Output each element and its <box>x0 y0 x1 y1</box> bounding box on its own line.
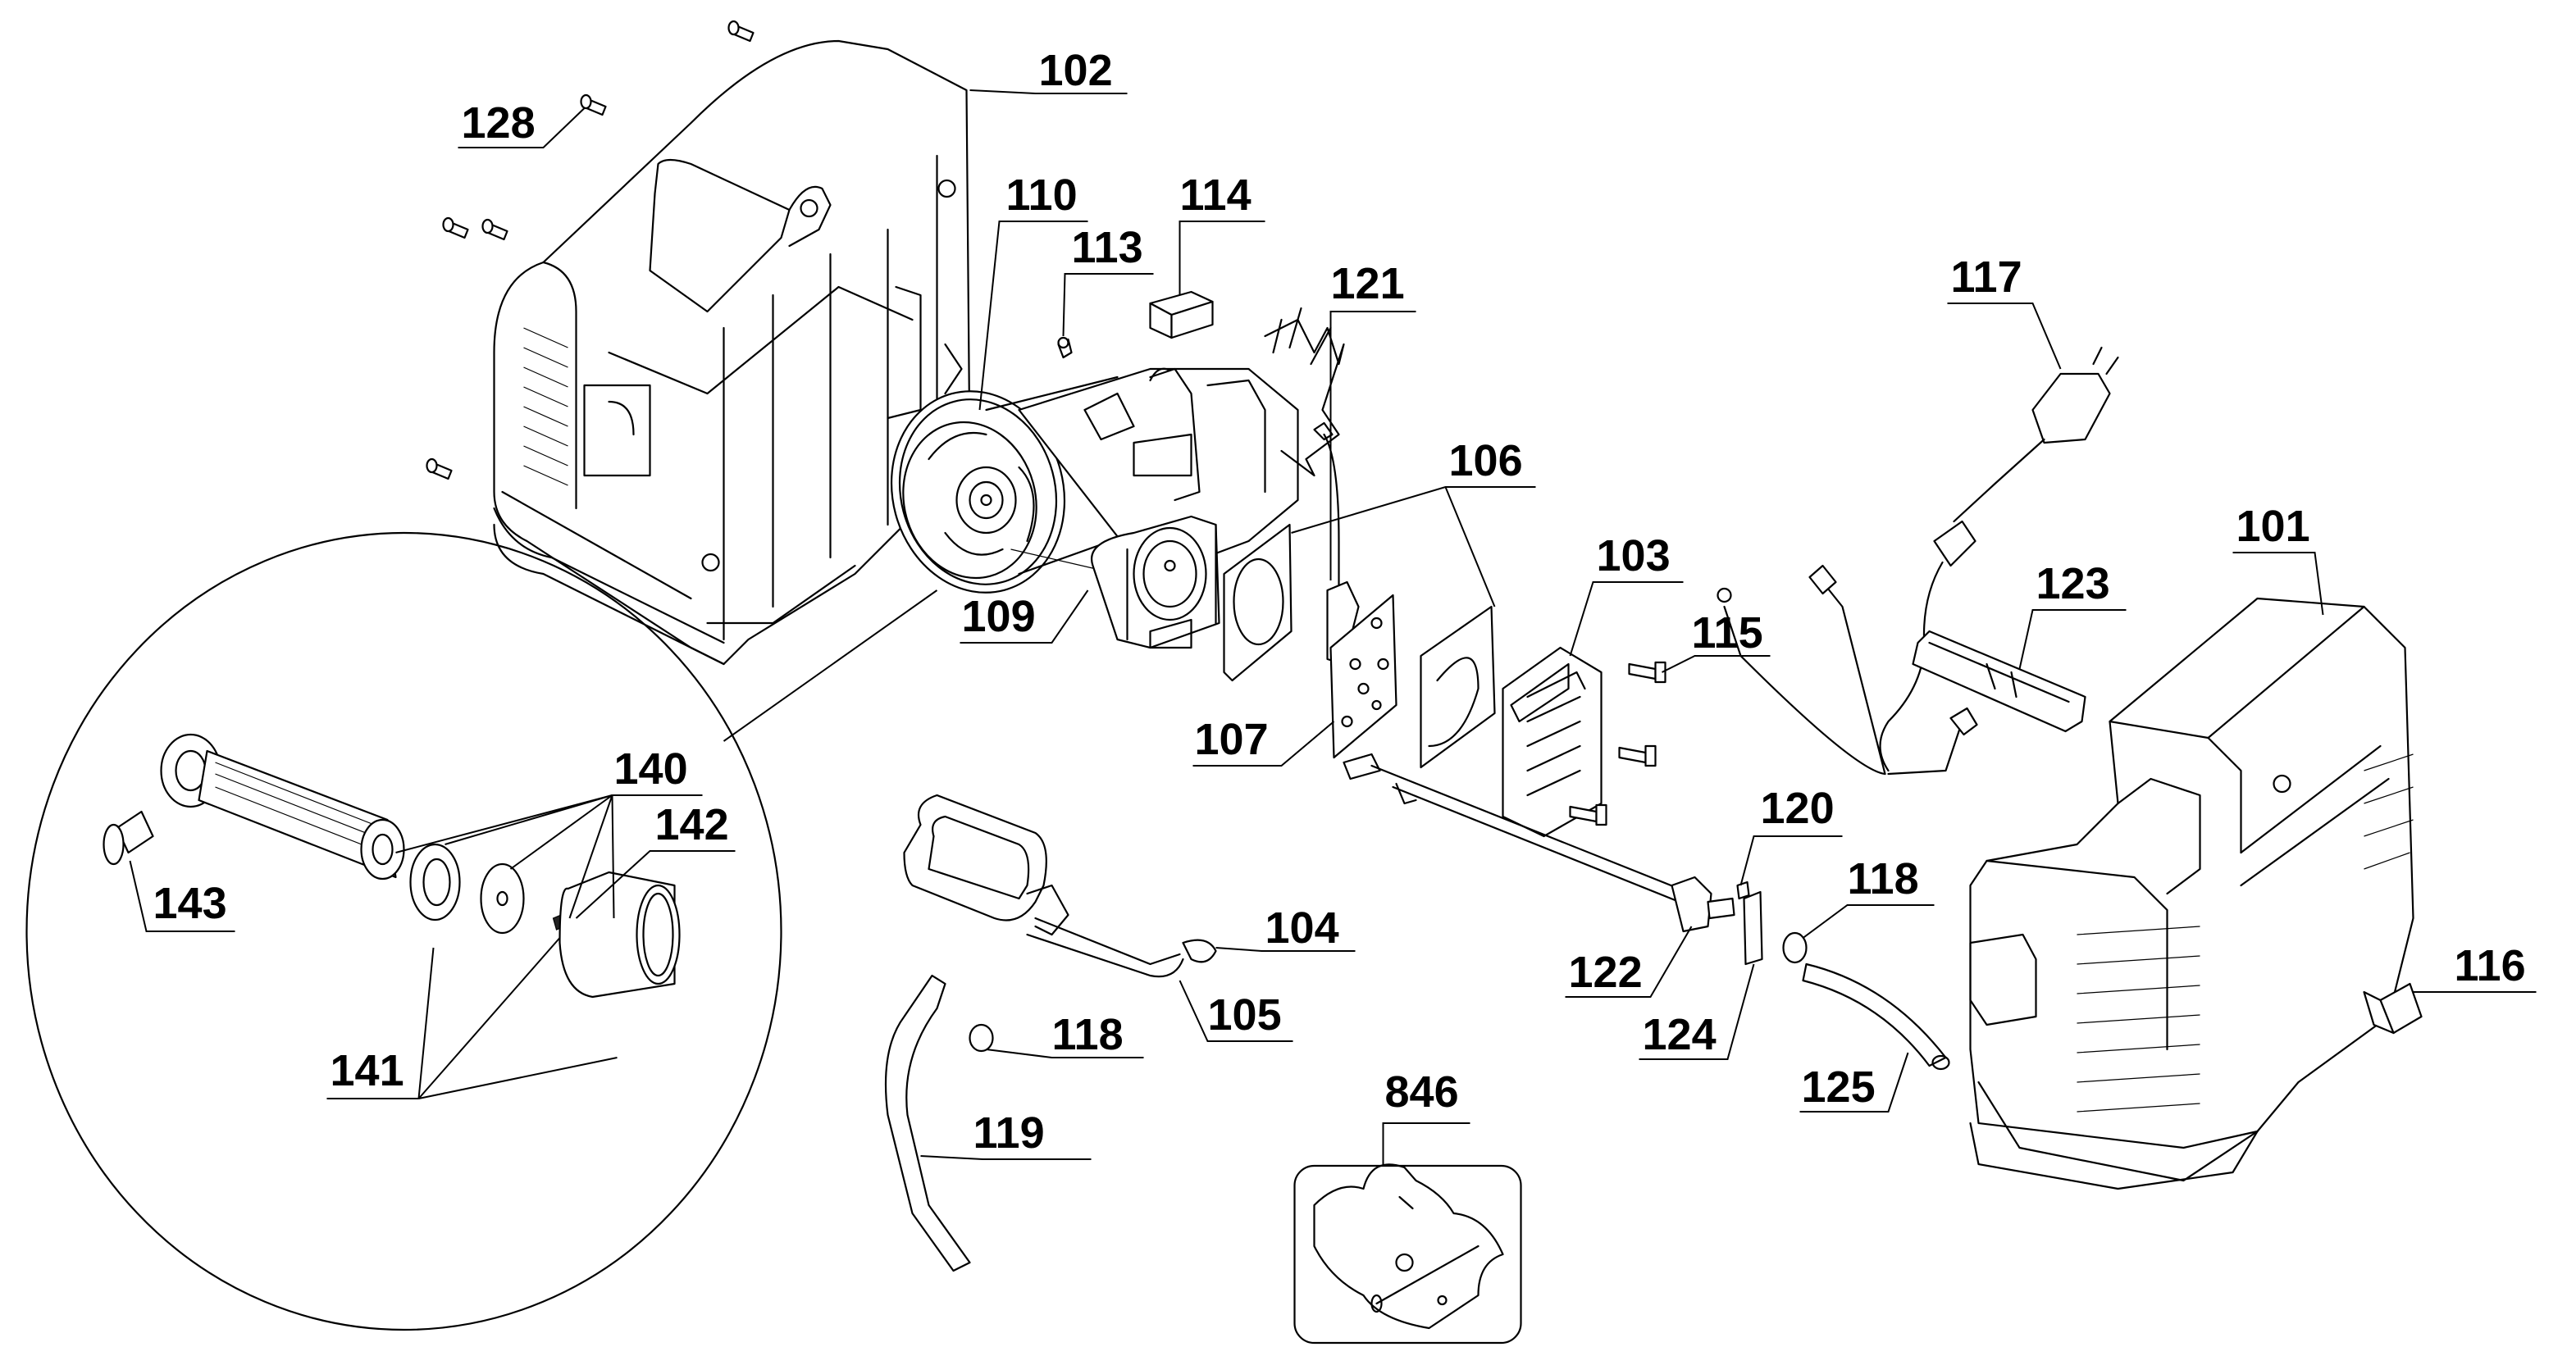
part-141-retainer[interactable] <box>480 862 525 935</box>
part-number-123[interactable]: 123 <box>2036 559 2110 608</box>
part-846-hardware-bag[interactable] <box>1293 1163 1522 1345</box>
inset-pointer-line <box>723 589 938 742</box>
label-110: 110 <box>978 171 1088 411</box>
part-123-handle-grip[interactable] <box>1912 630 2086 733</box>
motor-fan <box>1264 307 1345 477</box>
part-113-screw[interactable] <box>1057 336 1073 359</box>
label-101: 101 <box>2232 502 2324 616</box>
label-103: 103 <box>1569 531 1684 657</box>
label-105: 105 <box>1179 980 1293 1042</box>
part-number-125[interactable]: 125 <box>1802 1063 1876 1112</box>
label-116: 116 <box>2413 941 2537 993</box>
part-122-outlet-tube[interactable] <box>1343 753 1735 933</box>
label-120: 120 <box>1739 784 1843 886</box>
part-number-121[interactable]: 121 <box>1331 259 1405 308</box>
part-125-hose[interactable] <box>1802 962 1950 1071</box>
part-number-119[interactable]: 119 <box>973 1108 1045 1158</box>
label-128: 128 <box>458 98 586 148</box>
part-number-105[interactable]: 105 <box>1208 990 1282 1040</box>
part-106-gasket-a[interactable] <box>1223 523 1293 682</box>
part-number-104[interactable]: 104 <box>1265 903 1339 953</box>
part-number-102[interactable]: 102 <box>1039 46 1113 95</box>
label-141: 141 <box>326 937 618 1099</box>
label-846: 846 <box>1382 1067 1470 1166</box>
part-number-140[interactable]: 140 <box>614 744 688 794</box>
part-120-screw[interactable] <box>1736 880 1750 900</box>
part-128-screws[interactable] <box>426 20 755 480</box>
label-106: 106 <box>1291 436 1536 607</box>
part-number-114[interactable]: 114 <box>1180 171 1252 220</box>
part-117-power-cord[interactable] <box>1717 346 2119 776</box>
housing-vents <box>2077 753 2414 1113</box>
label-118-right: 118 <box>1802 854 1935 939</box>
part-116-switch[interactable] <box>2363 982 2423 1035</box>
inset-circle <box>25 531 782 1331</box>
label-114: 114 <box>1179 171 1265 295</box>
part-number-117[interactable]: 117 <box>1951 253 2022 302</box>
part-number-106[interactable]: 106 <box>1449 436 1523 485</box>
part-number-109[interactable]: 109 <box>962 592 1036 641</box>
part-118-clamp-right[interactable] <box>1782 931 1808 964</box>
part-number-110[interactable]: 110 <box>1006 171 1078 220</box>
part-number-128[interactable]: 128 <box>462 98 536 148</box>
label-104: 104 <box>1215 903 1356 953</box>
part-101-front-housing[interactable] <box>1969 597 2414 1190</box>
part-104-clip[interactable] <box>1182 939 1217 963</box>
part-number-113[interactable]: 113 <box>1072 223 1143 272</box>
part-106-gasket-b[interactable] <box>1420 605 1496 769</box>
label-109: 109 <box>960 589 1089 644</box>
part-number-118-left[interactable]: 118 <box>1052 1010 1124 1059</box>
label-142: 142 <box>575 800 736 919</box>
label-117: 117 <box>1947 253 2062 370</box>
part-115-bolts[interactable] <box>1569 661 1666 826</box>
part-number-101[interactable]: 101 <box>2236 502 2310 551</box>
part-number-846[interactable]: 846 <box>1385 1067 1459 1117</box>
part-109-pump-housing[interactable] <box>1091 515 1220 649</box>
part-102-rear-housing[interactable] <box>493 39 971 666</box>
part-124-clamp-plate[interactable] <box>1743 890 1763 966</box>
label-118-left: 118 <box>986 1010 1144 1059</box>
label-102: 102 <box>969 46 1128 95</box>
part-number-142[interactable]: 142 <box>655 800 729 849</box>
part-141-cylinder-sleeve[interactable] <box>559 871 681 999</box>
part-143-pin[interactable] <box>103 810 154 866</box>
part-connecting-rod[interactable] <box>160 733 405 880</box>
part-number-103[interactable]: 103 <box>1597 531 1671 580</box>
part-number-122[interactable]: 122 <box>1569 948 1643 997</box>
part-number-116[interactable]: 116 <box>2455 941 2526 990</box>
label-124: 124 <box>1639 963 1755 1060</box>
part-number-118-right[interactable]: 118 <box>1848 854 1919 903</box>
part-105-tube-loop[interactable] <box>903 794 1184 978</box>
label-125: 125 <box>1799 1052 1909 1113</box>
part-114-block[interactable] <box>1149 290 1214 339</box>
part-119-hose[interactable] <box>884 974 971 1272</box>
detail-inset-connecting-rod <box>25 531 938 1331</box>
label-140: 140 <box>395 744 703 919</box>
label-143: 143 <box>129 860 235 932</box>
part-number-124[interactable]: 124 <box>1643 1010 1717 1059</box>
label-107: 107 <box>1192 715 1335 767</box>
part-number-120[interactable]: 120 <box>1761 784 1835 833</box>
part-103-cylinder-head[interactable] <box>1502 646 1603 838</box>
part-number-107[interactable]: 107 <box>1195 715 1269 764</box>
label-122: 122 <box>1565 926 1693 998</box>
label-123: 123 <box>2018 559 2127 670</box>
label-119: 119 <box>920 1108 1092 1160</box>
part-number-143[interactable]: 143 <box>153 879 227 928</box>
part-118-clamp-left[interactable] <box>969 1023 994 1053</box>
part-number-141[interactable]: 141 <box>331 1046 404 1095</box>
label-113: 113 <box>1062 223 1154 337</box>
label-121: 121 <box>1329 259 1416 580</box>
part-107-valve-plate[interactable] <box>1329 594 1397 759</box>
part-141-seal-ring[interactable] <box>409 843 461 921</box>
